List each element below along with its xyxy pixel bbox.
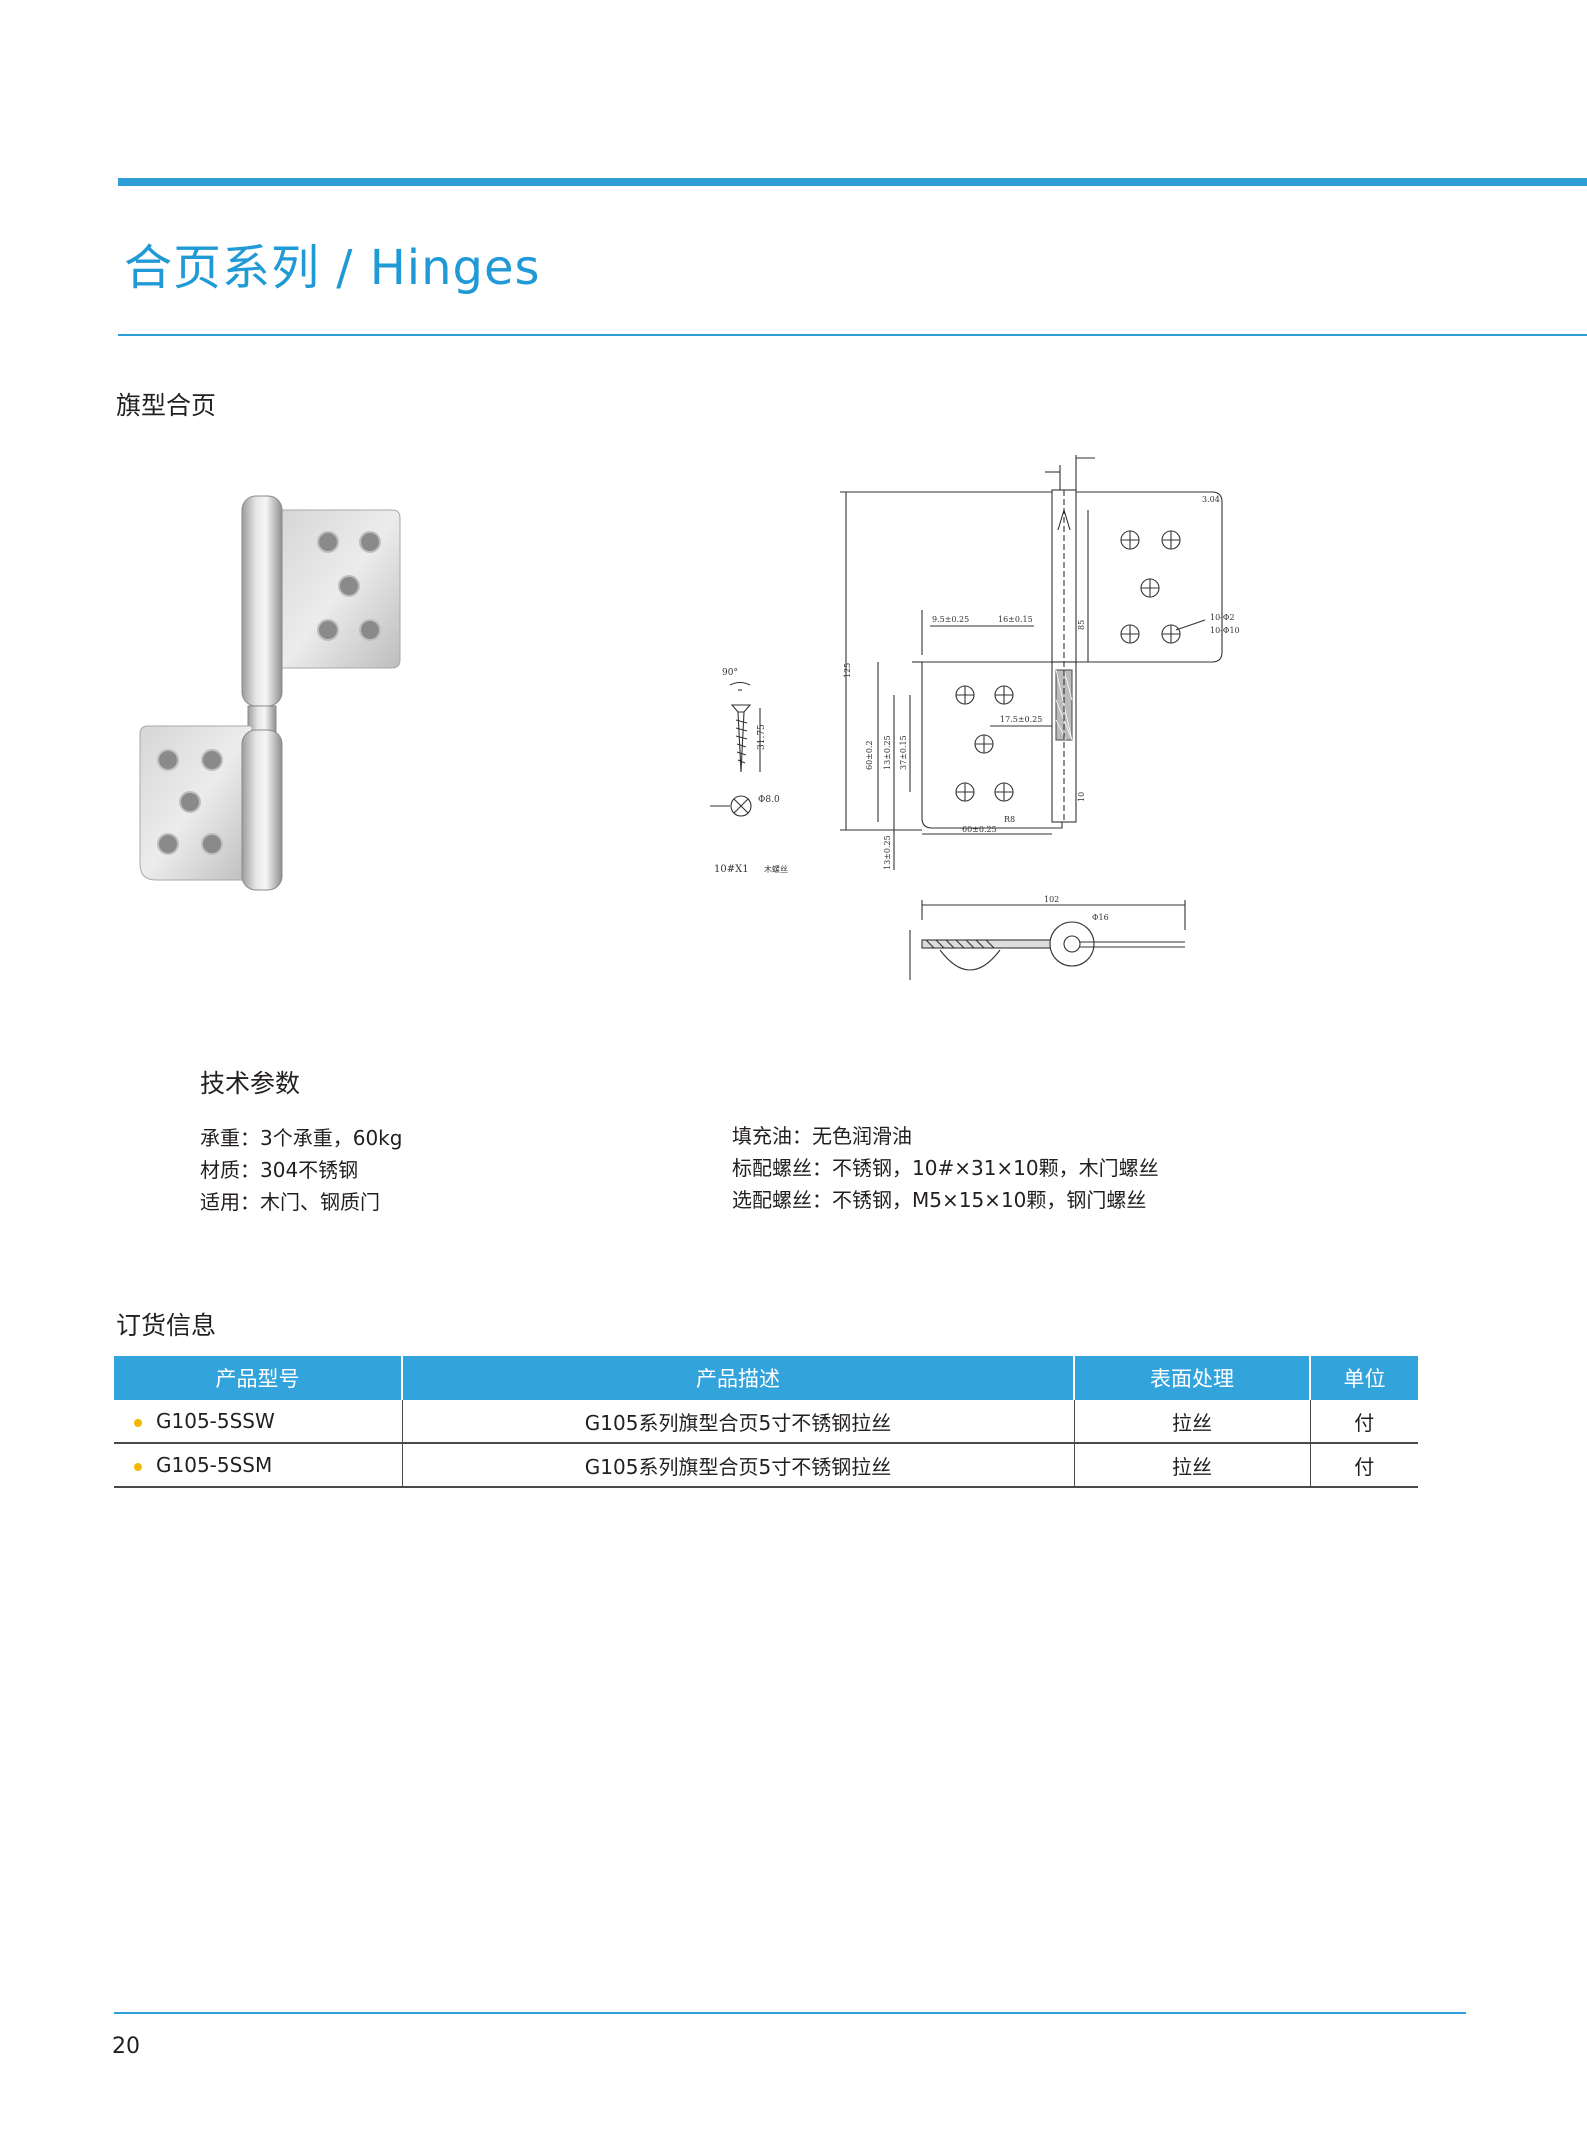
dim-hole-y1: 13±0.25 (883, 735, 892, 770)
spec-oil: 填充油：无色润滑油 (732, 1124, 912, 1148)
upper-leaf-drawing (1061, 491, 1223, 663)
cell-finish: 拉丝 (1074, 1400, 1311, 1444)
cell-description: G105系列旗型合页5寸不锈钢拉丝 (402, 1400, 1075, 1444)
col-finish: 表面处理 (1074, 1356, 1311, 1400)
dim-screw-head: Φ8.0 (758, 795, 780, 805)
screw-note: 木螺丝 (764, 864, 788, 874)
dim-total-height: 125 (843, 663, 852, 678)
dim-knuckle-gap: 10 (1077, 792, 1086, 802)
cell-description: G105系列旗型合页5寸不锈钢拉丝 (402, 1443, 1075, 1488)
screw-label: 10#X1 (714, 864, 749, 875)
dim-hole-x2: 16±0.15 (998, 615, 1033, 624)
order-table-header: 产品型号 产品描述 表面处理 单位 (114, 1356, 1418, 1400)
specs-heading: 技术参数 (200, 1069, 301, 1098)
model-code: G105-5SSM (156, 1453, 273, 1477)
dim-hole-small: 10-Φ2 (1210, 613, 1235, 622)
dim-hole-large: 10-Φ10 (1210, 626, 1240, 635)
screw-drawing (710, 681, 761, 817)
table-row: G105-5SSM G105系列旗型合页5寸不锈钢拉丝 拉丝 付 (114, 1443, 1418, 1488)
col-model: 产品型号 (114, 1356, 403, 1400)
dim-leaf-height: 60±0.2 (865, 740, 874, 770)
bullet-icon (134, 1418, 142, 1427)
footer-divider (114, 2012, 1466, 2014)
title-divider (118, 334, 1587, 336)
dim-pin-dia: Φ16 (1092, 913, 1109, 922)
cell-unit: 付 (1310, 1443, 1418, 1488)
dim-hole-x1: 9.5±0.25 (932, 615, 969, 624)
spec-load: 承重：3个承重，60kg (200, 1126, 403, 1150)
spec-opt-screw: 选配螺丝：不锈钢，M5×15×10颗，钢门螺丝 (732, 1188, 1147, 1212)
col-unit: 单位 (1310, 1356, 1418, 1400)
dim-corner: 3.04 (1202, 495, 1220, 504)
bullet-icon (134, 1462, 142, 1471)
page-title: 合页系列 / Hinges (124, 240, 541, 296)
cell-model: G105-5SSM (114, 1443, 403, 1488)
dim-upper-height: 85 (1077, 620, 1086, 630)
dim-screw-angle: 90° (722, 668, 738, 678)
table-row: G105-5SSW G105系列旗型合页5寸不锈钢拉丝 拉丝 付 (114, 1400, 1418, 1444)
col-description: 产品描述 (402, 1356, 1075, 1400)
dim-radius: R8 (1004, 815, 1015, 824)
lower-leaf-drawing (921, 661, 1063, 829)
dim-hole-x3: 17.5±0.25 (1000, 715, 1042, 724)
hinge-product-image (139, 495, 401, 891)
top-view-drawing (909, 900, 1186, 980)
spec-material: 材质：304不锈钢 (200, 1158, 359, 1182)
knuckle-drawing (1051, 489, 1077, 823)
dim-screw-length: 31.75 (757, 724, 767, 750)
order-heading: 订货信息 (116, 1311, 217, 1340)
page-number: 20 (112, 2034, 140, 2059)
order-table: 产品型号 产品描述 表面处理 单位 G105-5SSW G105系列旗型合页5寸… (114, 1356, 1418, 1488)
dim-hole-y3: 13±0.25 (883, 835, 892, 870)
cell-finish: 拉丝 (1074, 1443, 1311, 1488)
product-name: 旗型合页 (116, 391, 217, 420)
model-code: G105-5SSW (156, 1409, 275, 1433)
header-top-bar (118, 178, 1587, 186)
spec-std-screw: 标配螺丝：不锈钢，10#×31×10颗，木门螺丝 (732, 1156, 1159, 1180)
technical-drawing: 90° 31.75 Φ8.0 10#X1 木螺丝 10-Φ2 10-Φ10 3.… (710, 455, 1240, 980)
cell-model: G105-5SSW (114, 1400, 403, 1444)
cell-unit: 付 (1310, 1400, 1418, 1444)
dim-leaf-width: 60±0.25 (962, 825, 997, 834)
spec-usage: 适用：木门、钢质门 (200, 1190, 380, 1214)
dim-overall-width: 102 (1044, 895, 1059, 904)
dim-hole-y2: 37±0.15 (899, 735, 908, 770)
